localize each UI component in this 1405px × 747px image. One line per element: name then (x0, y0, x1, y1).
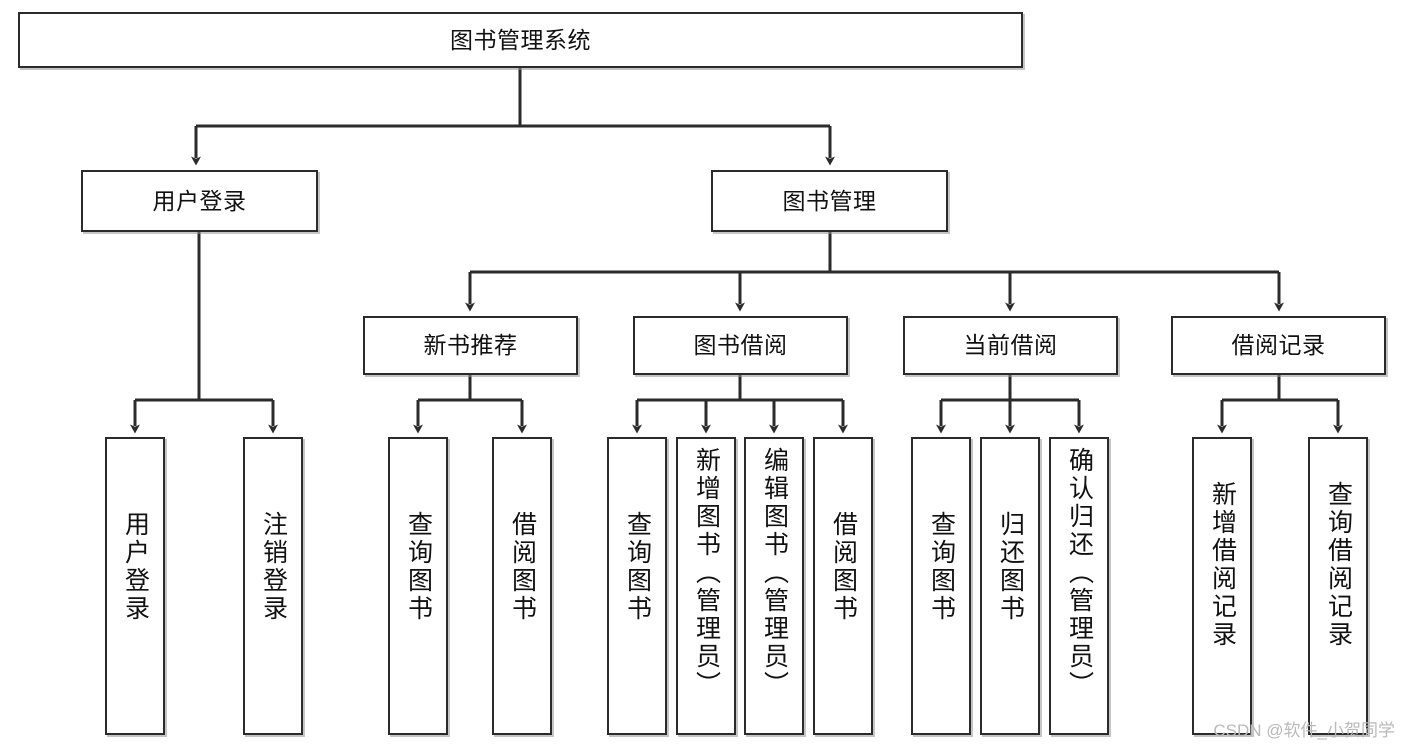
node-leaf-confirm-return-admin[interactable]: 确认归还（管理员） (1049, 437, 1109, 735)
node-root-book-management-system[interactable]: 图书管理系统 (18, 12, 1023, 68)
node-book-management[interactable]: 图书管理 (711, 170, 948, 232)
node-leaf-return-book[interactable]: 归还图书 (980, 437, 1040, 735)
node-label: 当前借阅 (963, 332, 1058, 359)
node-leaf-query-borrow-record[interactable]: 查询借阅记录 (1308, 437, 1368, 735)
node-new-book-recommend[interactable]: 新书推荐 (363, 316, 578, 375)
node-leaf-user-login[interactable]: 用户登录 (105, 437, 165, 735)
node-borrow-record[interactable]: 借阅记录 (1171, 316, 1386, 375)
node-leaf-borrow-book-recommend[interactable]: 借阅图书 (492, 437, 552, 735)
node-label: 图书借阅 (693, 332, 788, 359)
node-label: 查询图书 (623, 511, 652, 623)
node-label: 编辑图书（管理员） (760, 447, 789, 699)
node-leaf-borrow-book[interactable]: 借阅图书 (813, 437, 873, 735)
node-leaf-query-book-recommend[interactable]: 查询图书 (388, 437, 448, 735)
node-label: 查询借阅记录 (1324, 481, 1353, 649)
node-label: 新书推荐 (423, 332, 518, 359)
node-leaf-add-borrow-record[interactable]: 新增借阅记录 (1192, 437, 1252, 735)
node-label: 借阅图书 (508, 511, 537, 623)
watermark-text: CSDN @软件_小贺同学 (1213, 721, 1395, 740)
node-label: 注销登录 (259, 511, 288, 623)
node-book-borrow[interactable]: 图书借阅 (633, 316, 848, 375)
node-label: 借阅图书 (829, 511, 858, 623)
node-leaf-add-book-admin[interactable]: 新增图书（管理员） (676, 437, 736, 735)
node-leaf-logout[interactable]: 注销登录 (243, 437, 303, 735)
node-label: 归还图书 (996, 511, 1025, 623)
node-label: 图书管理系统 (450, 26, 591, 53)
node-label: 新增借阅记录 (1208, 481, 1237, 649)
node-leaf-edit-book-admin[interactable]: 编辑图书（管理员） (744, 437, 804, 735)
node-label: 确认归还（管理员） (1065, 447, 1094, 699)
node-label: 查询图书 (404, 511, 433, 623)
node-label: 图书管理 (782, 187, 877, 214)
node-label: 新增图书（管理员） (692, 447, 721, 699)
node-label: 用户登录 (152, 187, 247, 214)
node-leaf-query-book-current[interactable]: 查询图书 (911, 437, 971, 735)
node-label: 用户登录 (121, 511, 150, 623)
node-current-borrow[interactable]: 当前借阅 (903, 316, 1118, 375)
node-label: 借阅记录 (1231, 332, 1326, 359)
node-user-login[interactable]: 用户登录 (81, 170, 318, 232)
node-leaf-query-book-borrow[interactable]: 查询图书 (607, 437, 667, 735)
node-label: 查询图书 (927, 511, 956, 623)
